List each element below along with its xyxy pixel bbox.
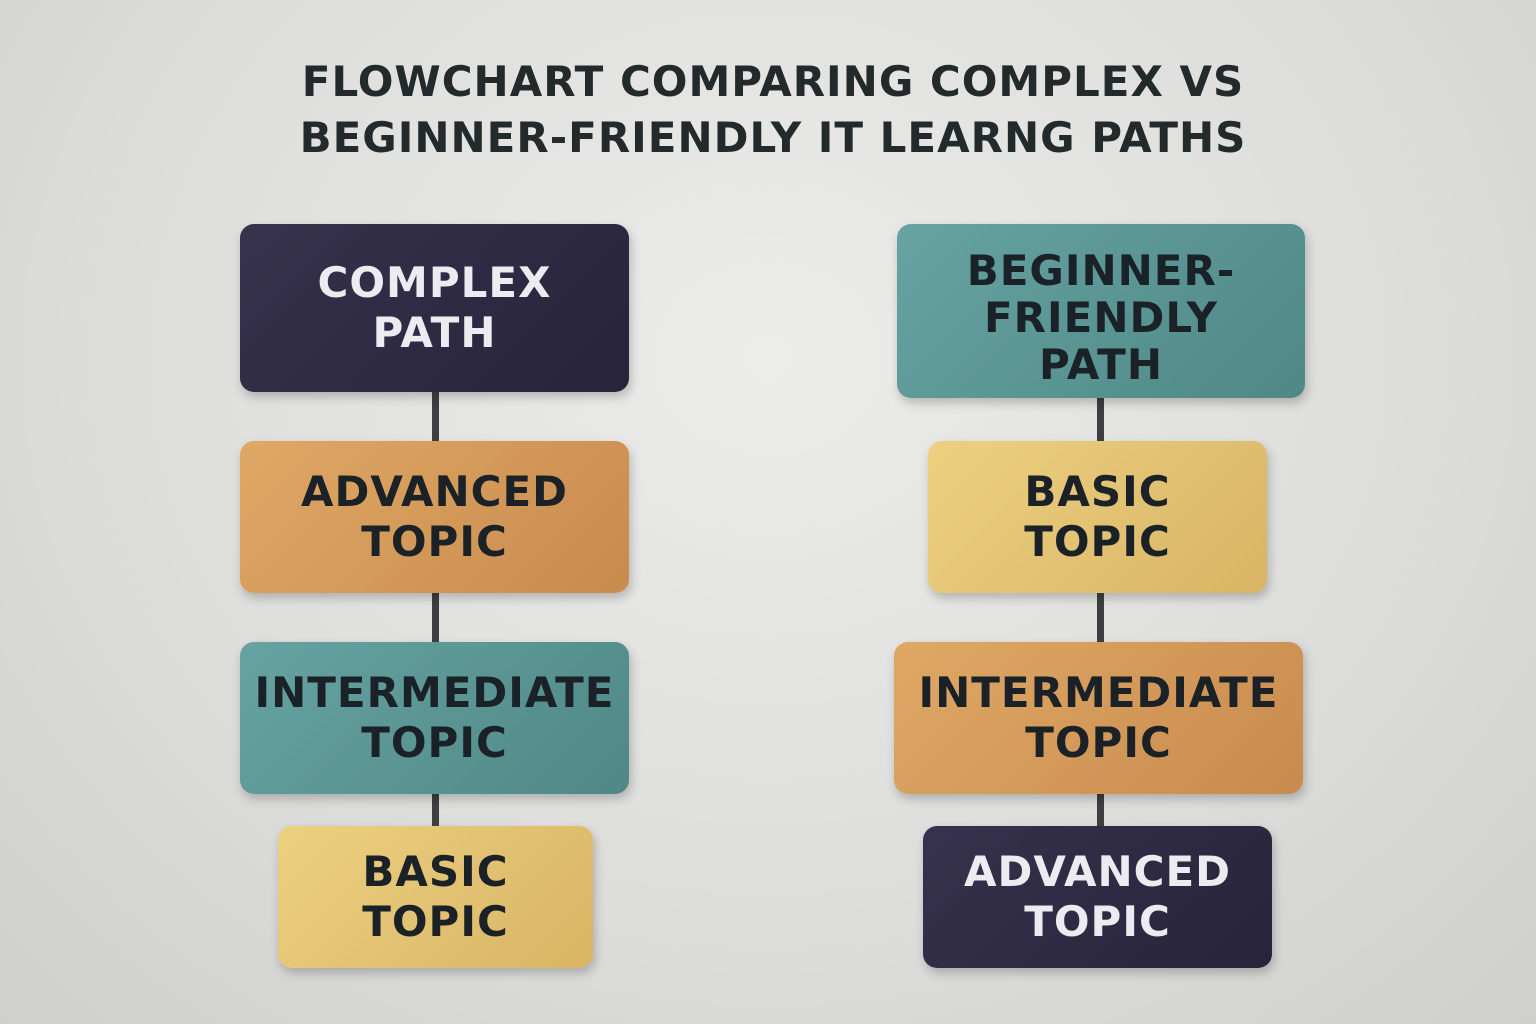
flowchart-title: FLOWCHART COMPARING COMPLEX VS BEGINNER-… [299,57,1247,162]
connector-line [432,592,439,644]
beginner-step-intermediate-node: INTERMEDIATE TOPIC [894,642,1303,794]
complex-step-advanced-node: ADVANCED TOPIC [240,441,629,593]
complex-path-header-node: COMPLEX PATH [240,224,629,392]
beginner-step-advanced-node: ADVANCED TOPIC [923,826,1272,968]
connector-line [432,390,439,445]
connector-line [1097,792,1104,828]
beginner-step-basic-node: BASIC TOPIC [928,441,1267,593]
complex-step-intermediate-node: INTERMEDIATE TOPIC [240,642,629,794]
connector-line [1097,396,1104,444]
connector-line [432,792,439,828]
beginner-path-header-node: BEGINNER- FRIENDLY PATH [897,224,1305,398]
complex-step-basic-node: BASIC TOPIC [278,826,593,968]
connector-line [1097,592,1104,644]
